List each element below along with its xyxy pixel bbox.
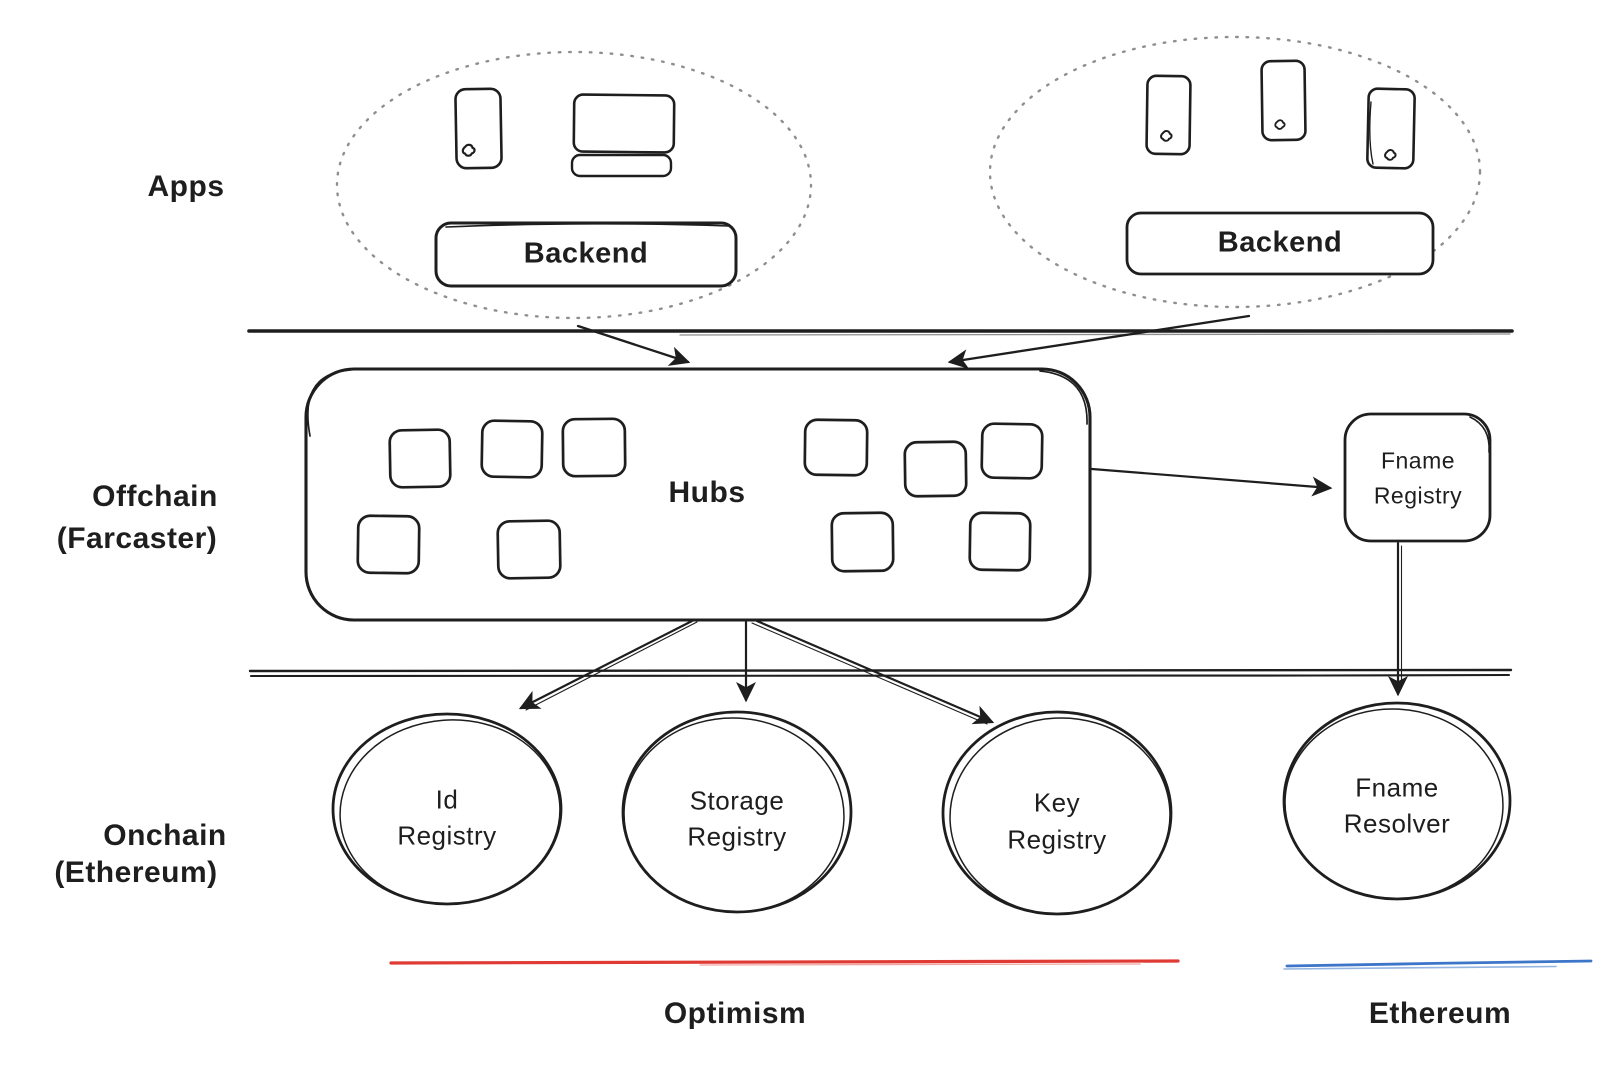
key-registry-label-line2: Registry	[1007, 824, 1107, 855]
backend-right-label: Backend	[1217, 226, 1343, 259]
arrow-echo	[525, 621, 698, 711]
layer-separators	[247, 328, 1514, 678]
onchain-layer-label-line1: Onchain	[103, 819, 227, 852]
hub-node-square	[480, 419, 544, 479]
separator-line-top	[247, 328, 1514, 333]
fname-registry-overdraw	[1469, 416, 1490, 453]
fname-resolver-label-line2: Resolver	[1343, 808, 1451, 839]
offchain-layer-label-line1: Offchain	[92, 480, 218, 513]
phone-icon	[1260, 59, 1307, 142]
offchain-layer-label-line2: (Farcaster)	[56, 522, 218, 555]
backend-right-box	[1125, 211, 1435, 276]
hub-node-square	[830, 511, 895, 573]
storage-registry-label-line2: Registry	[687, 821, 787, 852]
separator-line-bottom-echo	[249, 673, 1511, 678]
apps-left-group	[335, 50, 813, 320]
hub-node-square	[561, 417, 627, 478]
storage-registry-circle-echo	[623, 717, 845, 913]
fname-registry-label-line2: Registry	[1373, 482, 1463, 509]
optimism-underline-echo	[699, 963, 1141, 966]
optimism-underline	[389, 959, 1180, 965]
arrow-backend-left-to-hubs	[576, 324, 691, 366]
arrow-hubs-to-key-registry	[755, 619, 995, 725]
key-registry-label-line1: Key	[1033, 787, 1081, 818]
id-registry-circle-echo	[339, 719, 561, 905]
arrow-hubs-to-id-registry	[518, 619, 694, 710]
apps-layer-label: Apps	[147, 170, 225, 203]
apps-right-dotted-ellipse	[988, 35, 1482, 309]
fname-registry-label-line1: Fname	[1380, 447, 1456, 474]
phone-overdraw	[1368, 101, 1374, 165]
separator-line-top-echo	[679, 333, 1511, 336]
ethereum-underline-echo	[1283, 965, 1557, 970]
desktop-icon	[572, 93, 676, 154]
hubs-overdraw-right	[1039, 370, 1088, 425]
fname-registry-box	[1343, 412, 1492, 543]
hub-node-square	[388, 428, 452, 489]
storage-registry-label-line1: Storage	[689, 785, 785, 816]
phone-icon	[1145, 74, 1192, 156]
onchain-contracts	[331, 701, 1512, 916]
onchain-layer-label-line2: (Ethereum)	[54, 856, 218, 889]
backend-left-box	[434, 221, 738, 288]
hubs-overdraw-left	[306, 369, 351, 437]
optimism-chain-label: Optimism	[663, 997, 807, 1030]
id-registry-label-line1: Id	[435, 784, 459, 815]
fname-registry-node	[1343, 412, 1492, 543]
hubs-node	[304, 367, 1092, 622]
backend-left-overdraw	[445, 223, 729, 228]
fname-resolver-label-line1: Fname	[1355, 772, 1439, 803]
id-registry-label-line2: Registry	[397, 820, 497, 851]
apps-right-group	[988, 35, 1482, 309]
hub-node-square	[980, 422, 1044, 480]
hub-node-square	[803, 418, 869, 477]
desktop-base-icon	[570, 153, 673, 178]
ethereum-chain-label: Ethereum	[1368, 997, 1512, 1030]
arrow-echo	[751, 622, 988, 725]
apps-left-dotted-ellipse	[335, 50, 813, 320]
hub-node-square	[903, 440, 968, 498]
phone-icon	[454, 87, 503, 170]
arrow-hubs-to-fname-registry	[1090, 467, 1333, 497]
hubs-label: Hubs	[668, 476, 746, 509]
hub-node-square	[968, 511, 1032, 572]
fname-resolver-circle-echo	[1284, 708, 1504, 900]
arrow-backend-right-to-hubs	[947, 314, 1251, 370]
backend-left-label: Backend	[523, 237, 649, 270]
hub-node-square	[356, 514, 421, 575]
hub-node-square	[496, 519, 562, 580]
chain-underlines	[389, 959, 1593, 970]
separator-line-bottom	[248, 668, 1513, 673]
phone-icon	[1366, 87, 1416, 170]
ethereum-underline	[1285, 959, 1593, 968]
arrows	[518, 314, 1408, 725]
key-registry-circle-echo	[949, 717, 1171, 915]
